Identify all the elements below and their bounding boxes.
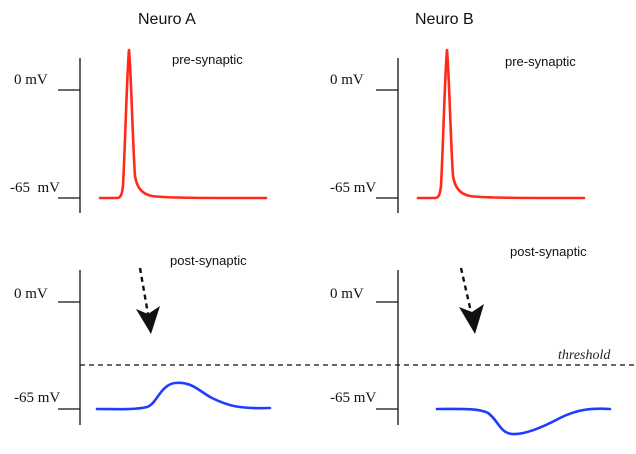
neuro-b-presynaptic-panel: 0 mV -65 mV pre-synaptic <box>330 48 586 213</box>
neuro-a-title: Neuro A <box>138 11 196 28</box>
neuro-a-action-potential-trace <box>98 48 268 200</box>
neuro-b-pre-rest-label: -65 mV <box>330 180 376 196</box>
neuro-a-post-zero-label: 0 mV <box>14 286 48 302</box>
neuro-a-epsp-trace <box>95 381 272 411</box>
neuro-b-pre-label: pre-synaptic <box>505 54 576 69</box>
neuro-a-pre-rest-label: -65 mV <box>10 180 60 196</box>
neuro-b-action-potential-trace <box>416 48 586 200</box>
neuro-a-post-label: post-synaptic <box>170 253 247 268</box>
neuro-b-post-rest-label: -65 mV <box>330 390 376 406</box>
neuro-a-postsynaptic-panel: 0 mV -65 mV post-synaptic <box>14 253 272 425</box>
neuro-a-pre-zero-label: 0 mV <box>14 72 48 88</box>
neuro-a-arrow-icon <box>136 267 160 334</box>
neuro-b-post-zero-label: 0 mV <box>330 286 364 302</box>
neuro-b-post-label: post-synaptic <box>510 244 587 259</box>
neuro-a-presynaptic-panel: 0 mV -65 mV pre-synaptic <box>10 48 268 213</box>
neuro-b-arrow-icon <box>459 267 484 334</box>
threshold-label: threshold <box>558 348 611 363</box>
neuro-b-title: Neuro B <box>415 11 474 28</box>
neuro-a-post-rest-label: -65 mV <box>14 390 60 406</box>
neuro-b-ipsp-trace <box>435 407 612 436</box>
neuro-b-postsynaptic-panel: 0 mV -65 mV post-synaptic <box>330 244 612 436</box>
neuro-a-pre-label: pre-synaptic <box>172 52 243 67</box>
neuro-b-pre-zero-label: 0 mV <box>330 72 364 88</box>
